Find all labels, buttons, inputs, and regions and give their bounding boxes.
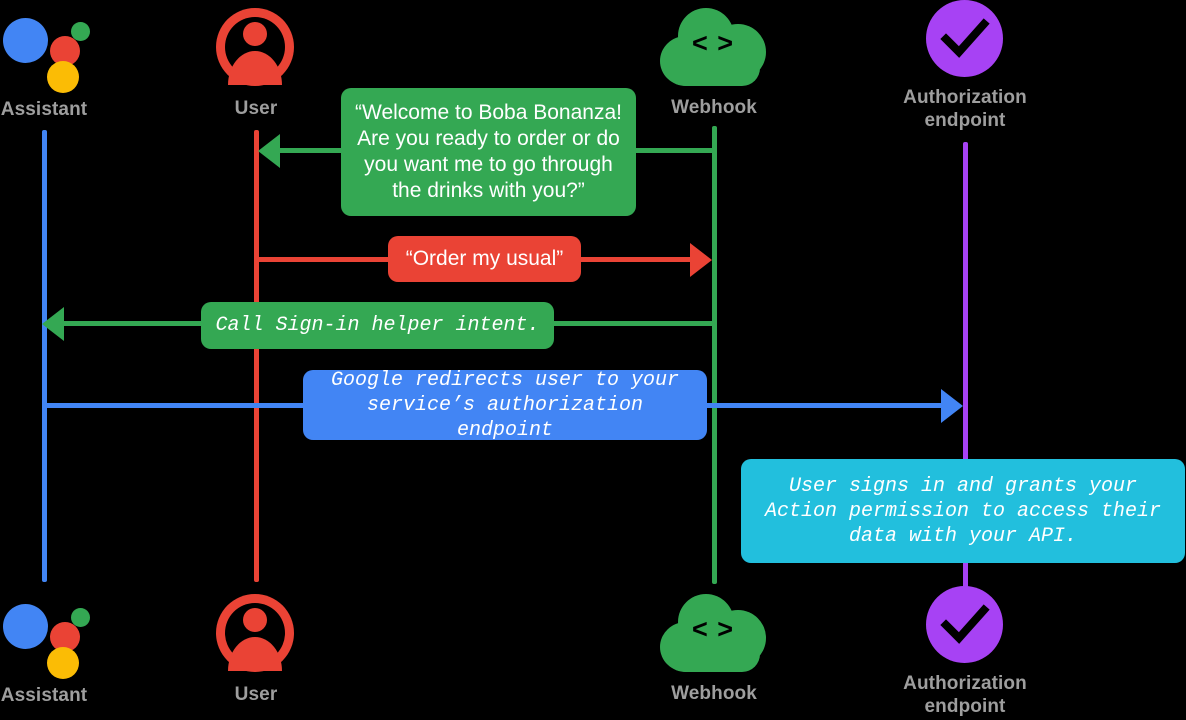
code-brackets-glyph: < > [691, 28, 735, 58]
assistant-dot-green [71, 22, 90, 41]
lifeline-webhook [712, 126, 717, 584]
actor-label-authorization-top: Authorization endpoint [903, 87, 1027, 131]
arrow-head-welcome [258, 134, 280, 168]
message-text-signin: Call Sign-in helper intent. [215, 314, 540, 337]
cloud-base [668, 50, 760, 86]
actor-label-assistant-bottom: Assistant [0, 685, 88, 706]
arrow-head-redirect [941, 389, 963, 423]
message-bubble-redirect: Google redirects user to your service’s … [303, 368, 707, 442]
actor-label-authorization-bottom: Authorization endpoint [903, 673, 1027, 717]
purple-check-icon-bottom [926, 586, 1003, 663]
user-avatar-icon [216, 8, 294, 86]
assistant-dot-yellow [47, 647, 79, 679]
cloud-base [668, 636, 760, 672]
lifeline-assistant [42, 130, 47, 582]
cloud-code-icon: < > [660, 6, 766, 86]
actor-label-user-bottom: User [234, 684, 278, 705]
user-avatar-head [243, 608, 267, 632]
message-bubble-signin: Call Sign-in helper intent. [201, 302, 554, 349]
actor-label-user-top: User [234, 98, 278, 119]
message-text-grants: User signs in and grants your Action per… [764, 474, 1162, 548]
google-assistant-icon-bottom [3, 596, 91, 679]
actor-label-assistant-top: Assistant [0, 99, 88, 120]
message-bubble-welcome: “Welcome to Boba Bonanza! Are you ready … [341, 88, 636, 216]
code-brackets-glyph: < > [691, 614, 735, 644]
arrow-head-order [690, 243, 712, 277]
assistant-dot-yellow [47, 61, 79, 93]
purple-check-icon [926, 0, 1003, 77]
assistant-dot-blue [3, 604, 48, 649]
message-text-redirect: Google redirects user to your service’s … [330, 368, 680, 442]
auth-disc [926, 586, 1003, 663]
google-assistant-icon [3, 10, 91, 93]
message-bubble-grants: User signs in and grants your Action per… [741, 459, 1185, 563]
cloud-code-icon-bottom: < > [660, 592, 766, 672]
checkmark-glyph [940, 604, 990, 644]
message-text-order: “Order my usual” [405, 247, 564, 270]
user-avatar-head [243, 22, 267, 46]
actor-label-webhook-top: Webhook [671, 97, 757, 118]
user-avatar-icon-bottom [216, 594, 294, 672]
assistant-dot-blue [3, 18, 48, 63]
lifeline-authorization [963, 142, 968, 588]
assistant-dot-green [71, 608, 90, 627]
arrow-head-signin [42, 307, 64, 341]
checkmark-glyph [940, 18, 990, 58]
auth-disc [926, 0, 1003, 77]
actor-label-webhook-bottom: Webhook [671, 683, 757, 704]
message-bubble-order: “Order my usual” [388, 236, 581, 282]
lifeline-user [254, 130, 259, 582]
message-text-welcome: “Welcome to Boba Bonanza! Are you ready … [355, 101, 622, 202]
